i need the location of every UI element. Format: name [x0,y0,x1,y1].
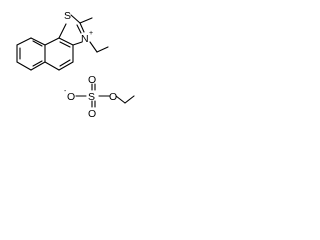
nitrogen-positive-charge: + [89,30,93,37]
cation-substituents [79,17,109,53]
naphthalene-right-ring [44,37,74,71]
methyl-bond [79,17,93,24]
naphthalene-left-ring [16,37,46,71]
ethyl-sulfate-anion [75,83,135,108]
thiazolium-ring [58,14,85,46]
bottom-oxygen-atom-label: O [88,108,96,120]
double-bond-inner [32,40,43,47]
bond [16,61,32,71]
bond [30,61,46,71]
nitrogen-atom-label: N [81,33,89,45]
ethyl-bond [96,46,109,53]
bond [79,22,85,33]
bond [58,37,74,46]
sulfate-sulfur-atom-label: S [88,91,95,103]
ethyl-bond [115,95,126,104]
double-bond-inner [59,59,71,67]
bond [70,14,81,24]
bond [44,61,60,71]
bond [72,41,83,46]
double-bond-inner [76,24,82,34]
top-oxygen-atom-label: O [88,74,96,86]
oxygen-negative-charge: - [64,88,67,95]
bond [58,61,74,71]
ester-oxygen-atom-label: O [109,91,117,103]
chemical-structure-diagram: S N + - O S O O O [16,10,135,120]
bond [16,37,32,46]
bond [30,37,46,46]
bond [44,37,60,46]
ethyl-bond [124,95,135,104]
ethyl-bond [89,41,98,53]
double-bond-inner [32,60,43,67]
charged-oxygen-atom-label: O [67,91,75,103]
bond [58,23,67,39]
sulfur-atom-label: S [64,10,71,22]
double-bond-inner [59,41,71,48]
